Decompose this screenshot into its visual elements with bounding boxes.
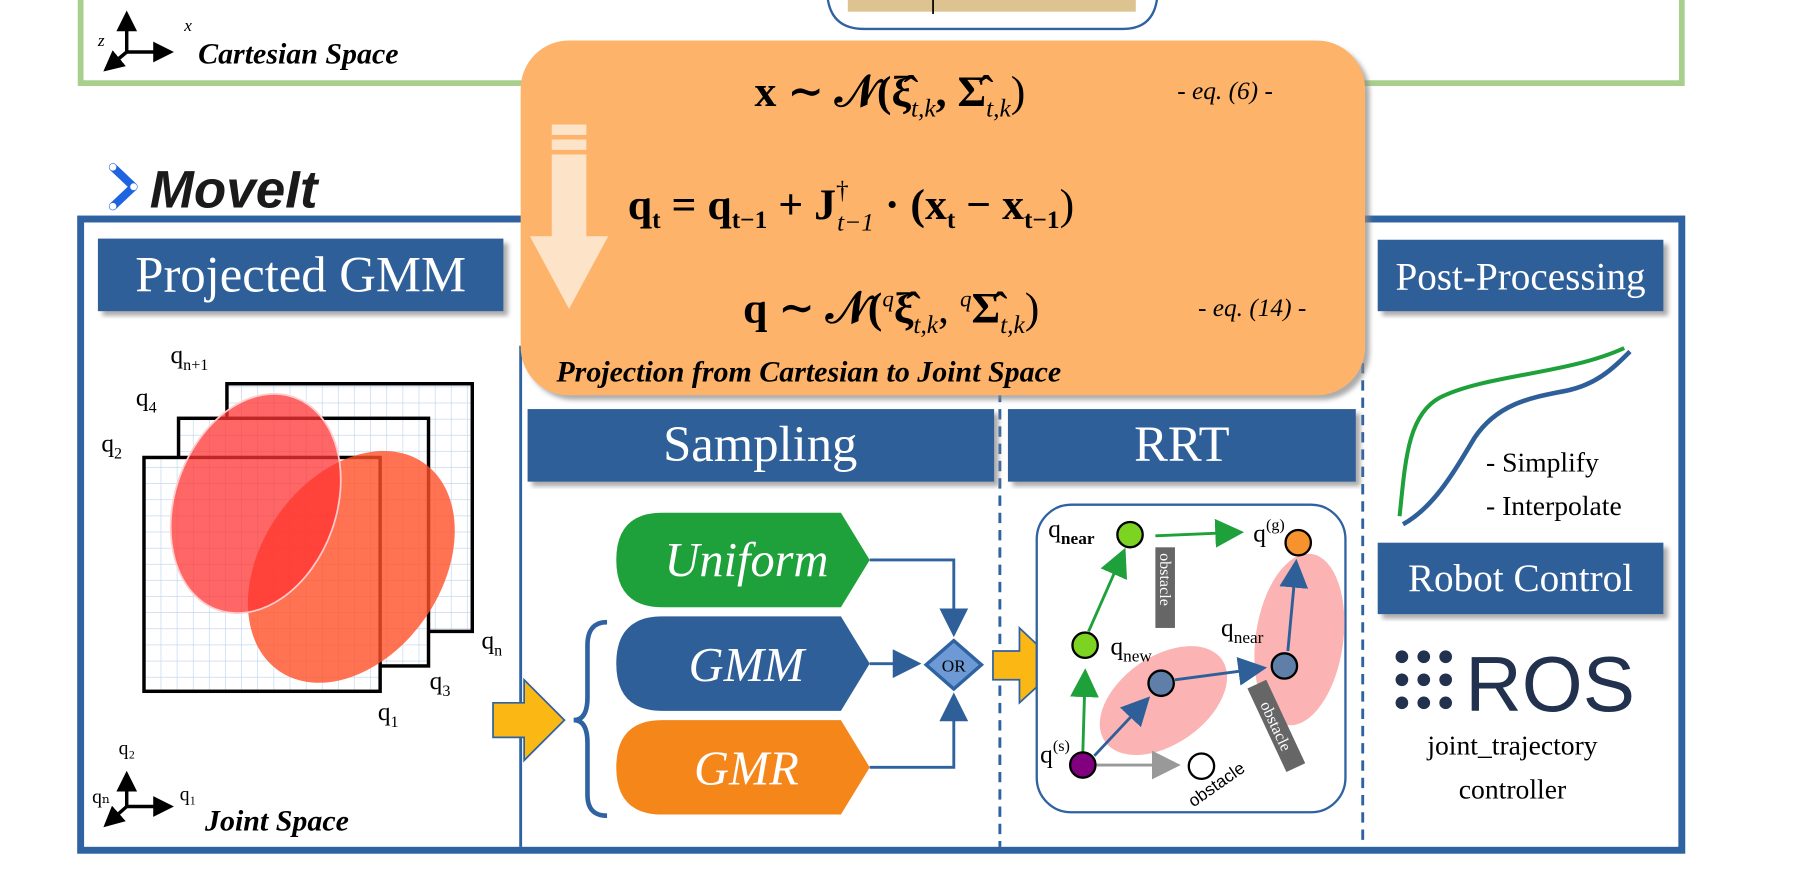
axis-q2-label: q₂ — [119, 739, 136, 760]
joint-space-label: Joint Space — [204, 805, 349, 838]
obstacle — [1155, 547, 1175, 628]
post-processing-header — [1377, 239, 1664, 312]
ros-logo: ROS — [1395, 640, 1635, 728]
gaussian-ellipse — [169, 393, 342, 615]
robot-control-panel: Robot Control ROS joint_trajectory contr… — [1377, 542, 1664, 804]
projection-caption: Projection from Cartesian to Joint Space — [555, 355, 1061, 388]
equation-14: q ∼ 𝒩(qξ̂t,k, qΣ̂t,k) — [743, 285, 1039, 339]
robot-control-title: Robot Control — [1408, 557, 1633, 600]
post-processing-panel: Post-Processing - Simplify - Interpolate — [1377, 239, 1664, 527]
cartesian-space-label: Cartesian Space — [198, 38, 398, 71]
rejected-node — [1187, 752, 1216, 781]
projection-box: x ∼ 𝒩(ξ̂t,k, Σ̂t,k) - eq. (6) - qt = qt−… — [520, 40, 1366, 396]
sampling-option-uniform: Uniform — [616, 512, 870, 608]
axis-x-label: x — [183, 16, 192, 35]
label-q-near: qnear — [1048, 515, 1095, 548]
post-processing-title: Post-Processing — [1395, 255, 1645, 298]
step-simplify: - Simplify — [1486, 446, 1599, 477]
axis-q1-label: q₁ — [180, 785, 197, 806]
moveit-logo: MoveIt — [108, 160, 320, 219]
moveit-logo-text: MoveIt — [150, 160, 320, 219]
sampling-title: Sampling — [663, 416, 857, 472]
label-q-near: qnear — [1221, 614, 1264, 647]
rrt-title: RRT — [1134, 416, 1230, 472]
label-q1: q1 — [378, 698, 399, 731]
label-q3: q3 — [430, 667, 451, 700]
or-gate — [923, 638, 985, 692]
axis-qn-label: qₙ — [92, 787, 110, 808]
svg-text:GMR: GMR — [694, 743, 799, 796]
label-q-goal: q(g) — [1253, 517, 1284, 548]
axis-z-label: z — [97, 31, 105, 50]
svg-text:GMM: GMM — [689, 639, 807, 692]
sampled-node — [1147, 669, 1175, 698]
projected-gmm-panel: Projected GMM qn+1 q4 q2 qn q3 q1 q₂ qₙ … — [92, 238, 504, 838]
label-q-n-plus-1: qn+1 — [170, 341, 208, 374]
label-q2: q2 — [101, 430, 122, 463]
sampled-node — [1270, 652, 1299, 680]
label-q-new: qnew — [1110, 632, 1152, 665]
joint-axes-icon — [103, 770, 174, 828]
controller-line-1: joint_trajectory — [1426, 730, 1597, 761]
projected-gmm-header — [97, 238, 504, 312]
rrt-panel: RRT obstacle obstacle obstacle qnear q — [1007, 409, 1356, 814]
sampling-option-gmm: GMM — [616, 616, 870, 711]
label-qn: qn — [482, 627, 503, 660]
projection-arrow-icon — [529, 124, 609, 309]
start-node — [1068, 751, 1097, 779]
rrt-header — [1007, 409, 1356, 482]
label-q-start: q(s) — [1040, 738, 1070, 769]
goal-node — [1284, 528, 1313, 557]
smoothed-path-icon — [1401, 349, 1632, 527]
ros-logo-text: ROS — [1465, 640, 1635, 728]
svg-text:Uniform: Uniform — [664, 534, 828, 587]
or-label: OR — [942, 657, 966, 676]
projected-gmm-title: Projected GMM — [135, 247, 466, 303]
obstacle-text: obstacle — [1156, 553, 1173, 606]
brace — [573, 619, 608, 819]
equation-14-tag: - eq. (14) - — [1198, 294, 1306, 322]
sampling-option-gmr: GMR — [616, 720, 870, 815]
sampling-header — [527, 409, 995, 482]
flow-arrow-icon — [492, 677, 566, 763]
sampling-panel: Sampling Uniform GMM GMR OR — [527, 409, 995, 819]
equation-6-tag: - eq. (6) - — [1177, 77, 1273, 105]
step-interpolate: - Interpolate — [1486, 490, 1622, 521]
equation-6: x ∼ 𝒩(ξ̂t,k, Σ̂t,k) — [755, 68, 1026, 122]
equation-jacobian: qt = qt−1 + J†t−1 · (xt − xt−1) — [628, 176, 1074, 236]
tree-node — [1071, 631, 1099, 660]
robot-control-header — [1377, 542, 1664, 615]
label-q4: q4 — [136, 384, 157, 417]
tree-node — [1116, 520, 1144, 549]
cartesian-axes-icon — [103, 10, 174, 72]
raw-path-icon — [1397, 346, 1626, 517]
controller-line-2: controller — [1459, 773, 1566, 804]
